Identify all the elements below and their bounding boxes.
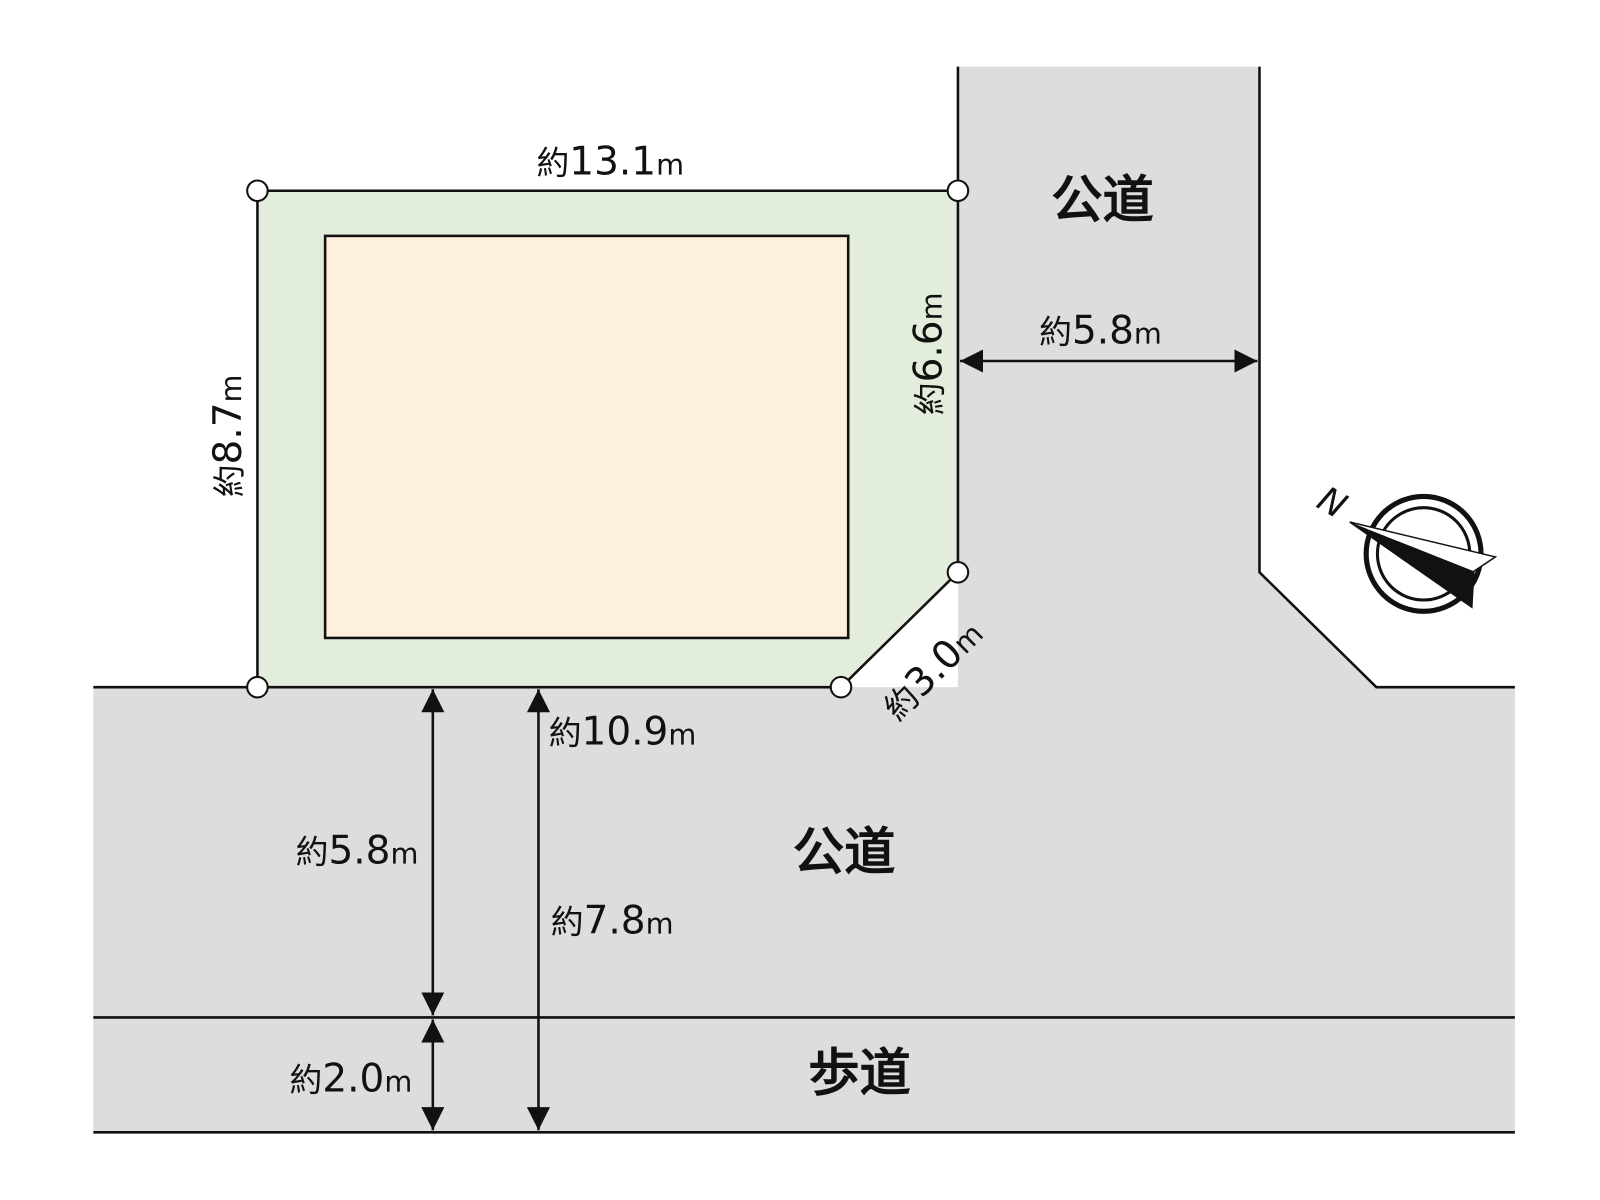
east-road-label: 公道 (1051, 170, 1154, 230)
north-label: N (1310, 479, 1353, 527)
boundary-marker (946, 561, 970, 584)
south-road-width-label: 約5.8m (296, 829, 419, 874)
boundary-marker (246, 179, 269, 203)
road-edges (93, 66, 1515, 1134)
boundary-marker (246, 675, 269, 699)
sidewalk-label: 歩道 (808, 1043, 911, 1103)
sidewalk-width-label: 約2.0m (290, 1056, 413, 1101)
east-road (93, 66, 1515, 1133)
top-edge-label: 約13.1m (536, 139, 684, 184)
north-arrow-icon: N (1310, 479, 1498, 614)
building (323, 234, 850, 640)
right-edge-label: 約6.6m (907, 292, 952, 415)
left-edge-label: 約8.7m (206, 375, 251, 498)
boundary-marker (946, 179, 970, 203)
bottom-edge-label: 約10.9m (549, 710, 697, 755)
total-width-label: 約7.8m (551, 898, 674, 943)
south-road-label: 公道 (793, 823, 896, 883)
boundary-markers (246, 179, 970, 699)
east-road-width-label: 約5.8m (1039, 309, 1162, 354)
boundary-marker (829, 675, 853, 699)
